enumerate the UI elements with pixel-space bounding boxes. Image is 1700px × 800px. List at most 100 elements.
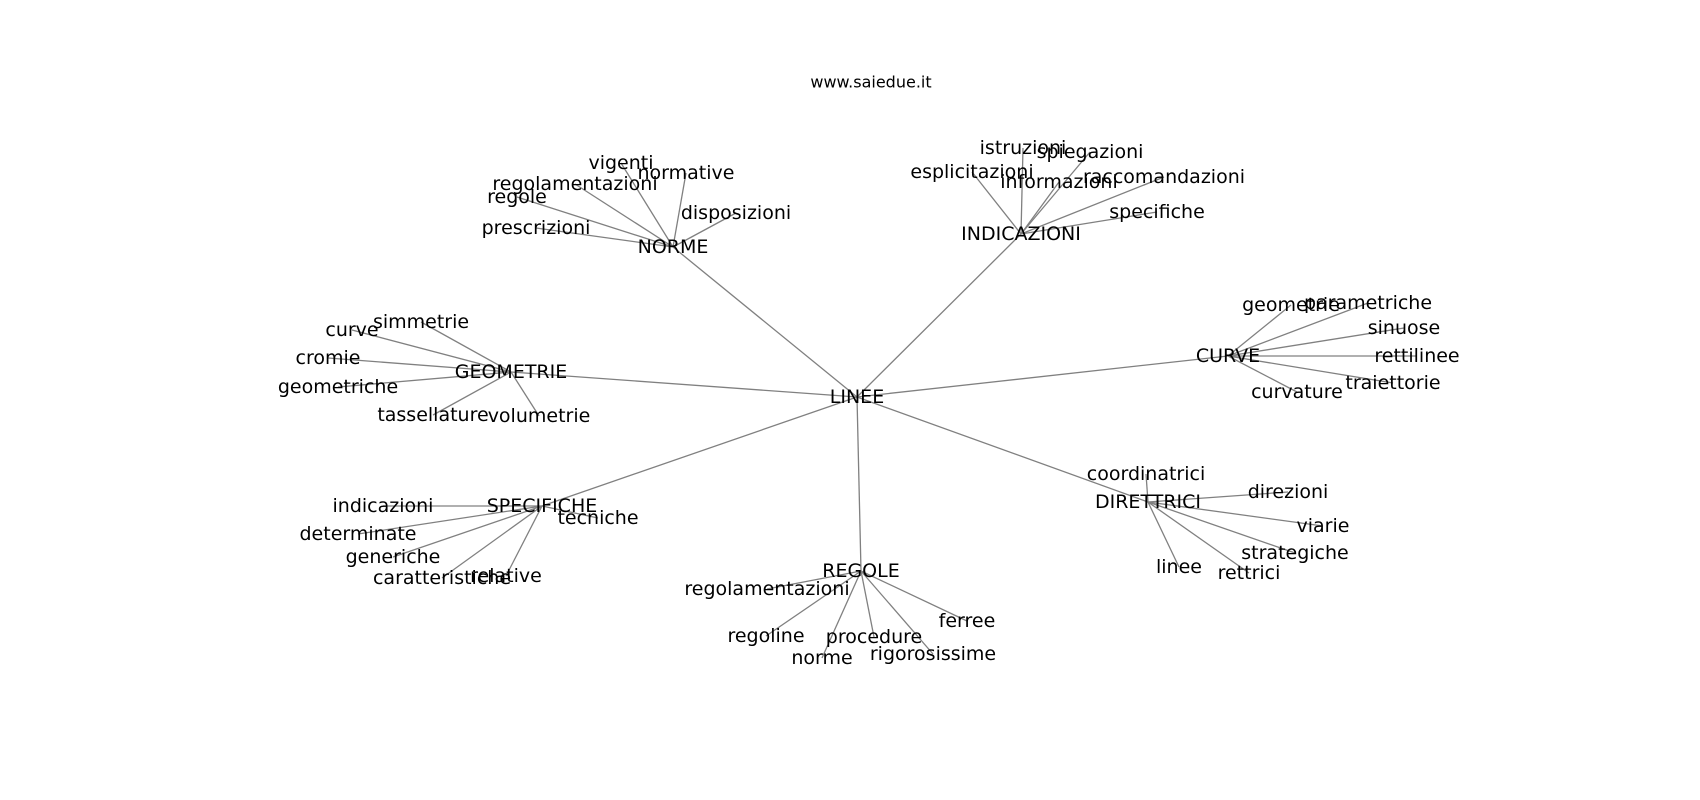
edge-indicazioni-spiegazioni [1020, 151, 1091, 235]
leaf-node-curve-curvature: curvature [1251, 381, 1343, 403]
leaf-node-indicazioni-istruzioni: istruzioni [980, 137, 1067, 159]
edge-specifiche-tecniche [541, 505, 599, 519]
edge-norme-prescrizioni [535, 227, 674, 248]
leaf-node-indicazioni-informazioni: informazioni [1000, 171, 1117, 193]
leaf-node-norme-normative: normative [638, 162, 735, 184]
edges-layer [327, 147, 1417, 659]
leaf-node-curve-rettilinee: rettilinee [1374, 345, 1459, 367]
leaf-node-regole-procedure: procedure [826, 626, 922, 648]
leaf-node-direttrici-viarie: viarie [1297, 515, 1350, 537]
edge-norme-regolamentazioni [574, 183, 674, 248]
leaf-node-geometrie-volumetrie: volumetrie [488, 405, 591, 427]
edge-direttrici-direzioni [1147, 491, 1289, 503]
edge-indicazioni-specifiche [1020, 211, 1158, 235]
leaf-node-indicazioni-esplicitazioni: esplicitazioni [910, 161, 1033, 183]
edge-specifiche-determinate [357, 505, 543, 535]
edge-indicazioni-raccomandazioni [1020, 176, 1165, 235]
leaf-node-regole-regoline: regoline [727, 625, 804, 647]
edge-regole-norme [821, 570, 862, 659]
leaf-node-regole-rigorosissime: rigorosissime [870, 643, 996, 665]
edge-norme-vigenti [620, 162, 674, 248]
leaf-node-geometrie-geometriche: geometriche [278, 376, 398, 398]
edge-regole-ferree [860, 570, 968, 622]
edge-regole-regoline [765, 570, 862, 637]
root-node-label: LINEE [830, 386, 884, 408]
edge-root-norme [672, 246, 858, 398]
edge-geometrie-curve [351, 329, 512, 373]
edge-root-direttrici [856, 396, 1149, 503]
edge-geometrie-tassellature [432, 371, 512, 416]
leaf-node-specifiche-indicazioni: indicazioni [333, 495, 434, 517]
leaf-node-regole-ferree: ferree [939, 610, 996, 632]
edge-direttrici-rettrici [1147, 501, 1250, 574]
edge-specifiche-generiche [392, 505, 543, 558]
leaf-node-regole-regolamentazioni: regolamentazioni [684, 578, 849, 600]
leaf-node-direttrici-strategiche: strategiche [1241, 542, 1348, 564]
leaf-node-specifiche-tecniche: tecniche [557, 507, 638, 529]
edge-specifiche-relative [505, 505, 543, 577]
hub-node-curve: CURVE [1196, 345, 1260, 367]
edge-curve-curvature [1227, 355, 1298, 393]
leaf-node-geometrie-curve: curve [325, 319, 378, 341]
leaf-node-indicazioni-raccomandazioni: raccomandazioni [1083, 166, 1245, 188]
labels-layer: LINEENORMEvigentinormativeregolamentazio… [278, 137, 1460, 669]
leaf-node-curve-geometrie: geometrie [1242, 294, 1340, 316]
leaf-node-specifiche-caratteristiche: caratteristiche [373, 567, 511, 589]
leaf-node-geometrie-simmetrie: simmetrie [373, 311, 469, 333]
leaf-node-direttrici-linee: linee [1156, 556, 1202, 578]
hub-node-norme: NORME [638, 236, 709, 258]
edge-curve-parametriche [1227, 302, 1369, 357]
hub-node-specifiche: SPECIFICHE [487, 495, 597, 517]
edge-indicazioni-informazioni [1020, 181, 1060, 235]
leaf-node-curve-parametriche: parametriche [1304, 292, 1432, 314]
edge-norme-normative [672, 172, 687, 248]
leaf-node-norme-prescrizioni: prescrizioni [482, 217, 591, 239]
leaf-node-norme-vigenti: vigenti [588, 152, 653, 174]
edge-root-regole [856, 396, 862, 572]
hub-node-geometrie: GEOMETRIE [455, 361, 568, 383]
edge-root-specifiche [541, 396, 858, 507]
leaf-node-specifiche-generiche: generiche [346, 546, 441, 568]
edge-norme-disposizioni [672, 212, 737, 248]
edge-geometrie-cromie [327, 357, 512, 373]
leaf-node-curve-traiettorie: traiettorie [1345, 372, 1440, 394]
leaf-node-indicazioni-specifiche: specifiche [1109, 201, 1205, 223]
edge-geometrie-geometriche [337, 371, 512, 388]
edge-direttrici-viarie [1147, 501, 1324, 527]
edge-geometrie-simmetrie [420, 321, 512, 373]
edge-specifiche-caratteristiche [441, 505, 543, 579]
edge-indicazioni-istruzioni [1020, 147, 1024, 235]
edge-regole-rigorosissime [860, 570, 934, 655]
leaf-node-direttrici-coordinatrici: coordinatrici [1087, 463, 1205, 485]
edge-norme-regole [516, 196, 674, 248]
leaf-node-norme-regole: regole [487, 186, 547, 208]
edge-geometrie-volumetrie [510, 371, 540, 417]
edge-regole-regolamentazioni [766, 570, 862, 590]
leaf-node-norme-disposizioni: disposizioni [681, 202, 791, 224]
edge-curve-geometrie [1227, 304, 1292, 357]
leaf-node-direttrici-direzioni: direzioni [1248, 481, 1329, 503]
edge-root-indicazioni [856, 233, 1022, 398]
edge-curve-sinuose [1227, 327, 1405, 357]
edge-direttrici-linee [1147, 501, 1180, 568]
leaf-node-regole-norme: norme [791, 647, 852, 669]
leaf-node-direttrici-rettrici: rettrici [1218, 562, 1281, 584]
edge-indicazioni-esplicitazioni [971, 171, 1022, 235]
edge-root-geometrie [510, 371, 858, 398]
leaf-node-indicazioni-spiegazioni: spiegazioni [1037, 141, 1144, 163]
edge-root-curve [856, 355, 1229, 398]
leaf-node-geometrie-tassellature: tassellature [377, 404, 488, 426]
site-label: www.saiedue.it [810, 73, 931, 92]
edge-regole-procedure [860, 570, 875, 638]
hub-node-direttrici: DIRETTRICI [1095, 491, 1201, 513]
leaf-node-norme-regolamentazioni: regolamentazioni [492, 173, 657, 195]
edge-direttrici-strategiche [1147, 501, 1296, 554]
leaf-node-specifiche-relative: relative [470, 565, 542, 587]
leaf-node-curve-sinuose: sinuose [1368, 317, 1440, 339]
hub-node-indicazioni: INDICAZIONI [961, 223, 1081, 245]
leaf-node-geometrie-cromie: cromie [296, 347, 361, 369]
edge-curve-traiettorie [1227, 355, 1394, 384]
hub-node-regole: REGOLE [822, 560, 899, 582]
edge-direttrici-coordinatrici [1145, 473, 1149, 503]
